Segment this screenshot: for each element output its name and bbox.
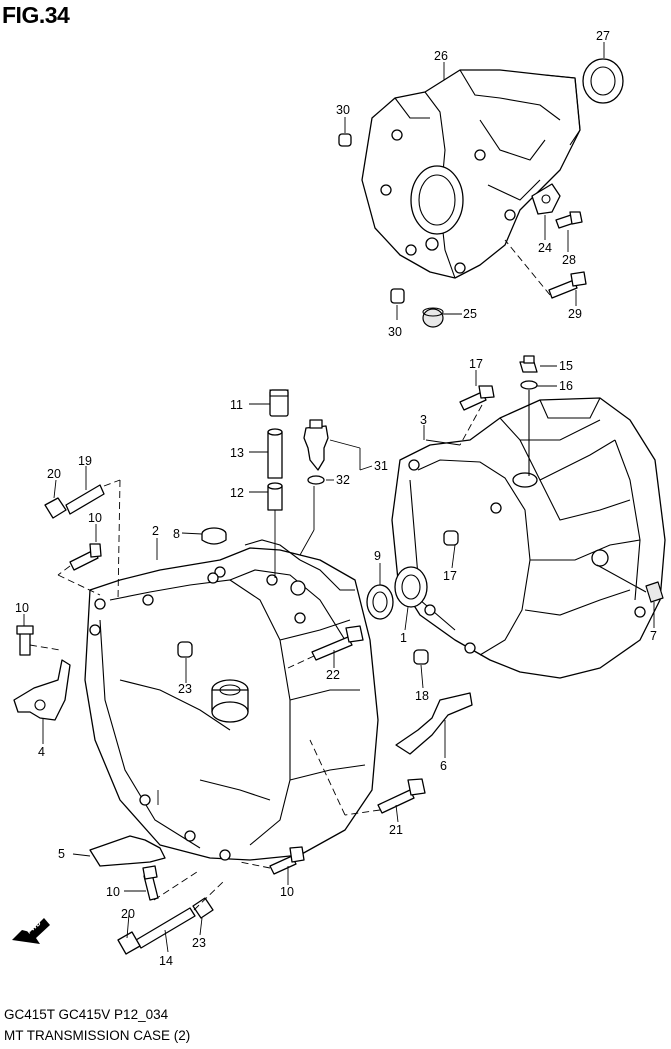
bolt-18 <box>44 484 105 519</box>
bolt-29 <box>504 239 587 299</box>
plate-24 <box>531 183 561 215</box>
plug-7 <box>645 581 664 603</box>
callout-10-upper: 10 <box>88 511 102 525</box>
callout-4: 4 <box>38 745 45 759</box>
bracket-4 <box>13 659 71 721</box>
bolt-10-bottom-right <box>269 846 305 875</box>
callout-15: 16 <box>559 379 573 393</box>
callout-9: 9 <box>374 549 381 563</box>
clutch-housing-2 <box>84 539 379 861</box>
callout-23-lower: 23 <box>192 936 206 950</box>
fwd-arrow-icon: FWD <box>12 918 50 944</box>
dowel-pin-30-lower <box>390 288 405 304</box>
callout-10-bottom-left: 10 <box>106 885 120 899</box>
bolt-19 <box>117 907 196 955</box>
dowel-pin-17-upper <box>443 530 459 546</box>
callout-8: 8 <box>173 527 180 541</box>
dowel-pin-17-lower <box>413 649 429 665</box>
callout-31: 31 <box>374 459 388 473</box>
bolt-22 <box>311 625 364 661</box>
bolt-28 <box>555 211 583 229</box>
bolt-16 <box>459 385 495 411</box>
callout-21: 21 <box>389 823 403 837</box>
plug-11 <box>269 389 289 417</box>
callout-5: 5 <box>58 847 65 861</box>
callout-30-upper: 30 <box>336 103 350 117</box>
pipe-13 <box>267 428 283 479</box>
bolt-21 <box>377 778 426 814</box>
bracket-6 <box>395 692 473 755</box>
callout-23-upper: 23 <box>178 682 192 696</box>
callout-14: 15 <box>559 359 573 373</box>
transmission-case-3 <box>391 397 666 679</box>
callout-30-lower: 30 <box>388 325 402 339</box>
figure-title: FIG.34 <box>2 2 70 28</box>
callout-16: 17 <box>469 357 483 371</box>
callout-1: 1 <box>400 631 407 645</box>
bracket-5 <box>89 835 166 867</box>
bolt-10-bottom-left <box>142 865 159 901</box>
callout-7: 7 <box>650 629 657 643</box>
callout-11: 11 <box>230 398 243 412</box>
gasket-32 <box>307 475 325 485</box>
oil-seal-1 <box>394 566 428 608</box>
callout-labels: 26 27 30 24 28 29 25 30 17 15 16 3 11 13… <box>15 29 657 968</box>
callout-26: 25 <box>463 307 477 321</box>
callout-3: 3 <box>420 413 427 427</box>
callout-18: 19 <box>78 454 92 468</box>
leader-lines <box>23 42 655 953</box>
cap-8 <box>201 527 227 545</box>
pipe-12 <box>267 482 283 511</box>
plug-bolt-14 <box>519 355 538 476</box>
oil-seal-9 <box>366 584 394 620</box>
callout-25: 26 <box>434 49 448 63</box>
callout-10-left: 10 <box>15 601 29 615</box>
callout-17-upper: 17 <box>443 569 457 583</box>
dowel-pin-23-lower <box>192 897 214 919</box>
oil-seal-27 <box>582 58 624 104</box>
callout-28: 28 <box>562 253 576 267</box>
dowel-pin-23-upper <box>177 641 193 658</box>
callout-27: 27 <box>596 29 610 43</box>
callout-22: 22 <box>326 668 340 682</box>
figure-caption: MT TRANSMISSION CASE (2) <box>4 1028 191 1043</box>
callout-20-lower: 20 <box>121 907 135 921</box>
callout-29: 29 <box>568 307 582 321</box>
callout-19: 14 <box>159 954 173 968</box>
dowel-pin-30-upper <box>338 133 352 147</box>
extension-housing-25 <box>361 69 581 279</box>
callout-13: 13 <box>230 446 244 460</box>
bolt-10-left <box>16 625 34 656</box>
figure-code: GC415T GC415V P12_034 <box>4 1007 169 1022</box>
bolt-10-upper <box>69 543 102 571</box>
plug-26 <box>422 307 444 328</box>
callout-20-upper: 20 <box>47 467 61 481</box>
switch-31 <box>303 419 329 471</box>
callout-6: 6 <box>440 759 447 773</box>
callout-12: 12 <box>230 486 244 500</box>
callout-17-lower: 18 <box>415 689 429 703</box>
callout-32: 32 <box>336 473 350 487</box>
callout-24: 24 <box>538 241 552 255</box>
callout-10-bottom-right: 10 <box>280 885 294 899</box>
callout-2: 2 <box>152 524 159 538</box>
